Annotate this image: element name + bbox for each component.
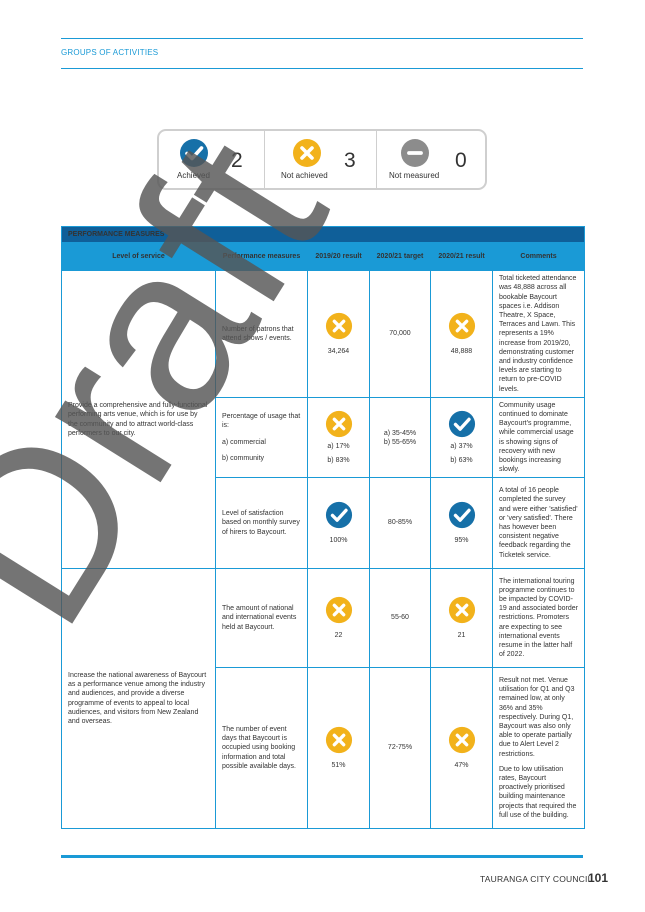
result-value-b: b) 83% xyxy=(327,457,350,464)
result-value: 51% xyxy=(331,761,346,769)
level-of-service-cell: Increase the national awareness of Bayco… xyxy=(61,568,216,829)
result-2020-21-cell: 95% xyxy=(430,477,493,569)
comment-text: Result not met. Venue utilisation for Q1… xyxy=(499,676,575,758)
footer-rule xyxy=(61,855,583,858)
header-performance-measures: Performance measures xyxy=(215,242,308,271)
check-circle-icon xyxy=(448,410,475,437)
target-value-a: a) 35-45% xyxy=(383,429,417,437)
cross-circle-icon xyxy=(448,312,475,339)
section-label: GROUPS OF ACTIVITIES xyxy=(61,48,159,57)
result-value: 34,264 xyxy=(327,347,350,355)
summary-not-achieved: 3 Not achieved xyxy=(264,131,377,188)
cross-circle-icon xyxy=(325,596,352,623)
measure-item-b: b) community xyxy=(222,454,265,462)
header-comments: Comments xyxy=(491,242,586,271)
check-circle-icon xyxy=(180,139,208,167)
result-value-a: a) 17% xyxy=(327,442,350,450)
minus-circle-icon xyxy=(401,139,429,167)
comments-cell: Result not met. Venue utilisation for Q1… xyxy=(491,667,586,829)
cross-circle-icon xyxy=(293,139,321,167)
target-cell: 72-75% xyxy=(369,667,431,829)
cross-circle-icon xyxy=(325,726,352,753)
target-cell: 55-60 xyxy=(369,568,431,668)
cross-circle-icon xyxy=(325,312,352,339)
table-row: Level of satisfaction based on monthly s… xyxy=(62,477,586,569)
result-value: 22 xyxy=(334,631,343,639)
performance-measure-cell: The amount of national and international… xyxy=(215,568,308,668)
cross-circle-icon xyxy=(448,596,475,623)
comment-text: The international touring programme cont… xyxy=(499,577,578,659)
result-2019-20-cell: 51% xyxy=(307,667,370,829)
target-cell: 70,000 xyxy=(369,270,431,398)
result-value: 100% xyxy=(329,536,348,544)
achieved-count: 2 xyxy=(231,149,243,172)
performance-measure-cell: Level of satisfaction based on monthly s… xyxy=(215,477,308,569)
summary-not-measured: 0 Not measured xyxy=(376,131,486,188)
comment-text: Due to low utilisation rates, Baycourt p… xyxy=(499,765,577,819)
result-value: 47% xyxy=(454,761,469,769)
header-2020-21-target: 2020/21 target xyxy=(369,242,431,271)
table-row: Percentage of usage that is: a) commerci… xyxy=(62,397,586,478)
performance-measure-cell: Number of patrons that attend shows / ev… xyxy=(215,270,308,398)
result-2019-20-cell: a) 17% b) 83% xyxy=(307,397,370,478)
comments-cell: Total ticketed attendance was 48,888 acr… xyxy=(491,270,586,398)
header-rule xyxy=(61,68,583,69)
comments-cell: The international touring programme cont… xyxy=(491,568,586,668)
header-2020-21-result: 2020/21 result xyxy=(430,242,493,271)
not-measured-count: 0 xyxy=(455,149,467,172)
result-2020-21-cell: a) 37% b) 63% xyxy=(430,397,493,478)
target-cell: 80-85% xyxy=(369,477,431,569)
result-value-a: a) 37% xyxy=(450,442,473,450)
not-achieved-count: 3 xyxy=(344,149,356,172)
check-circle-icon xyxy=(448,501,475,528)
cross-circle-icon xyxy=(448,726,475,753)
table-row: Provide a comprehensive and fully-functi… xyxy=(61,270,586,569)
achieved-label: Achieved xyxy=(177,171,210,180)
performance-measure-cell: The number of event days that Baycourt i… xyxy=(215,667,308,829)
target-value-b: b) 55-65% xyxy=(383,438,417,446)
result-2020-21-cell: 21 xyxy=(430,568,493,668)
header-2019-20-result: 2019/20 result xyxy=(307,242,370,271)
result-2019-20-cell: 22 xyxy=(307,568,370,668)
performance-measure-cell: Percentage of usage that is: a) commerci… xyxy=(215,397,308,478)
comment-text: A total of 16 people completed the surve… xyxy=(499,487,578,559)
result-2019-20-cell: 34,264 xyxy=(307,270,370,398)
table-title: PERFORMANCE MEASURES xyxy=(60,226,586,243)
comments-cell: A total of 16 people completed the surve… xyxy=(491,477,586,569)
summary-achieved: 2 Achieved xyxy=(159,131,264,188)
cross-circle-icon xyxy=(325,410,352,437)
result-value: 21 xyxy=(457,631,466,639)
result-value: 48,888 xyxy=(450,347,473,355)
result-2020-21-cell: 48,888 xyxy=(430,270,493,398)
measure-intro: Percentage of usage that is: xyxy=(222,413,301,430)
results-summary: 2 Achieved 3 Not achieved 0 Not measured xyxy=(157,129,487,190)
not-achieved-label: Not achieved xyxy=(281,171,328,180)
result-value: 95% xyxy=(454,536,469,544)
header-level-of-service: Level of service xyxy=(61,242,216,271)
footer-council-name: TAURANGA CITY COUNCIL xyxy=(480,874,593,884)
target-cell: a) 35-45% b) 55-65% xyxy=(369,397,431,478)
comment-text: Community usage continued to dominate Ba… xyxy=(499,401,574,474)
not-measured-label: Not measured xyxy=(389,171,440,180)
table-row: Increase the national awareness of Bayco… xyxy=(61,568,586,829)
result-value-b: b) 63% xyxy=(450,457,473,464)
result-2020-21-cell: 47% xyxy=(430,667,493,829)
performance-measures-table: PERFORMANCE MEASURES Level of service Pe… xyxy=(60,226,586,829)
comments-cell: Community usage continued to dominate Ba… xyxy=(491,397,586,478)
top-rule xyxy=(61,38,583,39)
result-2019-20-cell: 100% xyxy=(307,477,370,569)
page-number: 101 xyxy=(588,871,609,885)
comment-text: Total ticketed attendance was 48,888 acr… xyxy=(499,275,577,393)
table-row: The number of event days that Baycourt i… xyxy=(62,667,586,829)
check-circle-icon xyxy=(325,501,352,528)
measure-item-a: a) commercial xyxy=(222,438,266,446)
level-of-service-cell: Provide a comprehensive and fully-functi… xyxy=(61,270,216,569)
